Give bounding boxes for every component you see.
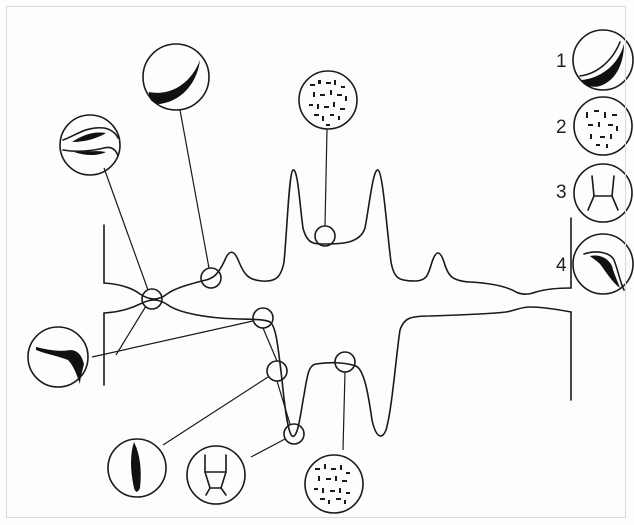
inset-dotted-chromatin: [298, 70, 358, 130]
figure-frame: [6, 6, 626, 518]
leader-line: [103, 167, 149, 291]
hourglass-outline-icon: [573, 163, 633, 223]
legend-item-4: 4: [556, 233, 634, 295]
legend-number: 1: [556, 51, 567, 72]
leader-line: [162, 376, 269, 446]
leader-line: [276, 380, 291, 425]
inset-hourglass: [186, 445, 246, 505]
inset-spindle: [107, 438, 167, 498]
leader-line: [262, 327, 278, 362]
dotted-chromatin-icon: [573, 96, 633, 156]
legend-item-2: 2: [556, 96, 633, 156]
legend-number: 2: [556, 117, 567, 138]
profile-outline: [103, 169, 572, 437]
hook-curve-icon: [572, 233, 634, 295]
legend-item-3: 3: [556, 163, 633, 223]
leader-line: [324, 128, 328, 227]
inset-bent-chromatid: [27, 326, 89, 388]
marker-circle: [283, 423, 305, 445]
legend-number: 3: [556, 182, 567, 203]
inset-crescent: [142, 43, 210, 111]
legend-number: 4: [556, 255, 567, 276]
lower-profile-curve: [103, 299, 572, 437]
legend: 1 2 3: [556, 29, 634, 295]
marker-circle: [200, 267, 222, 289]
upper-profile-curve: [103, 169, 572, 300]
crescent-blob-icon: [572, 29, 634, 91]
leader-line: [115, 305, 147, 356]
leader-lines: [91, 109, 346, 458]
inset-dotted-cluster: [304, 454, 364, 514]
inset-crossing-chromatids: [59, 114, 121, 176]
leader-line: [342, 371, 346, 451]
leader-line: [250, 438, 286, 458]
legend-item-1: 1: [556, 29, 634, 91]
marker-circle: [141, 288, 163, 310]
leader-line: [179, 109, 210, 269]
